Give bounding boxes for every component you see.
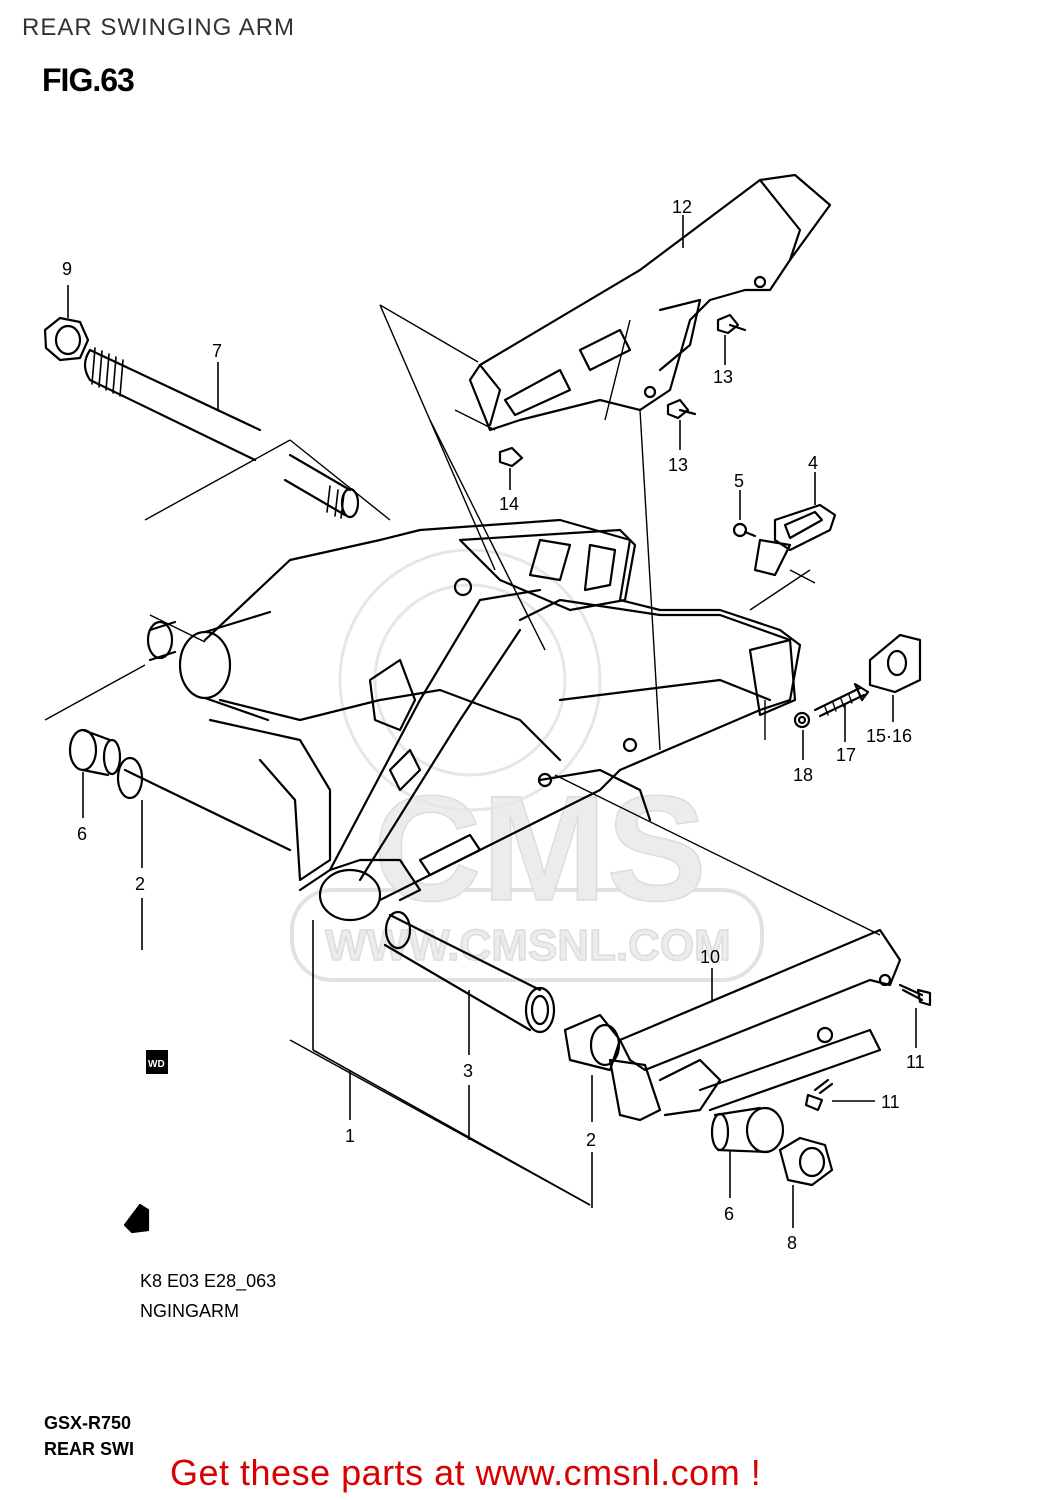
chain-adjuster-plate (753, 503, 837, 577)
chain-guard-clip (498, 446, 524, 468)
adjuster-block (868, 633, 922, 694)
callout-labels: 1 2 2 3 4 5 6 6 7 8 9 10 11 11 12 13 13 … (62, 197, 925, 1253)
leader-lines (44, 215, 917, 1228)
callout-15-16: 15·16 (866, 726, 912, 746)
bearing-spacer-left (68, 620, 292, 852)
spacer-tube (383, 910, 556, 1034)
page-title: REAR SWINGING ARM (22, 14, 296, 41)
callout-12: 12 (672, 197, 692, 217)
footer-link[interactable]: Get these parts at www.cmsnl.com ! (170, 1452, 762, 1493)
fwd-mark: WD (146, 1050, 168, 1074)
model-info: GSX-R750 REAR SWI (44, 1410, 134, 1462)
chain-adjuster-bolt (732, 522, 757, 538)
callout-11: 11 (906, 1052, 925, 1072)
swingarm (178, 518, 802, 922)
callout-9: 9 (62, 259, 72, 279)
drawing-code: K8 E03 E28_063 (140, 1271, 277, 1291)
buffer-bolt-upper (898, 983, 932, 1007)
callout-17: 17 (836, 745, 856, 765)
adjuster-bolt (813, 682, 870, 718)
callout-5: 5 (734, 471, 744, 491)
callout-18: 18 (793, 765, 813, 785)
callout-4: 4 (808, 453, 818, 473)
callout-8: 8 (787, 1233, 797, 1253)
chain-guard-bolt-lower (666, 398, 697, 420)
model-section: REAR SWI (44, 1439, 134, 1459)
chain-guard (468, 173, 832, 432)
callout-13: 13 (668, 455, 688, 475)
fwd-mark-text: WD (148, 1059, 165, 1070)
buffer-bolt-lower (804, 1078, 834, 1112)
drawing-info: K8 E03 E28_063 NGINGARM (140, 1266, 276, 1326)
model-name: GSX-R750 (44, 1413, 132, 1433)
callout-2: 2 (135, 874, 145, 894)
chain-guard-bolt-upper (716, 313, 747, 335)
pivot-shaft (83, 347, 360, 519)
callout-1: 1 (345, 1126, 355, 1146)
callout-11: 11 (881, 1092, 900, 1112)
callout-6: 6 (724, 1204, 734, 1224)
axle-nut (778, 1136, 834, 1187)
adjuster-nut (793, 711, 811, 729)
front-arrow (123, 1203, 150, 1234)
bearing-spacer-right (710, 1106, 785, 1154)
callout-13: 13 (713, 367, 733, 387)
pivot-nut (43, 316, 90, 362)
callout-14: 14 (499, 494, 519, 514)
callout-10: 10 (700, 947, 720, 967)
callout-3: 3 (463, 1061, 473, 1081)
callout-7: 7 (212, 341, 222, 361)
callout-2: 2 (586, 1130, 596, 1150)
callout-6: 6 (77, 824, 87, 844)
figure-number: FIG.63 (42, 62, 135, 98)
drawing-name: NGINGARM (140, 1301, 239, 1321)
spacer-right (563, 1013, 622, 1072)
chain-buffer (608, 928, 902, 1122)
watermark-logo: CMS (373, 764, 706, 932)
